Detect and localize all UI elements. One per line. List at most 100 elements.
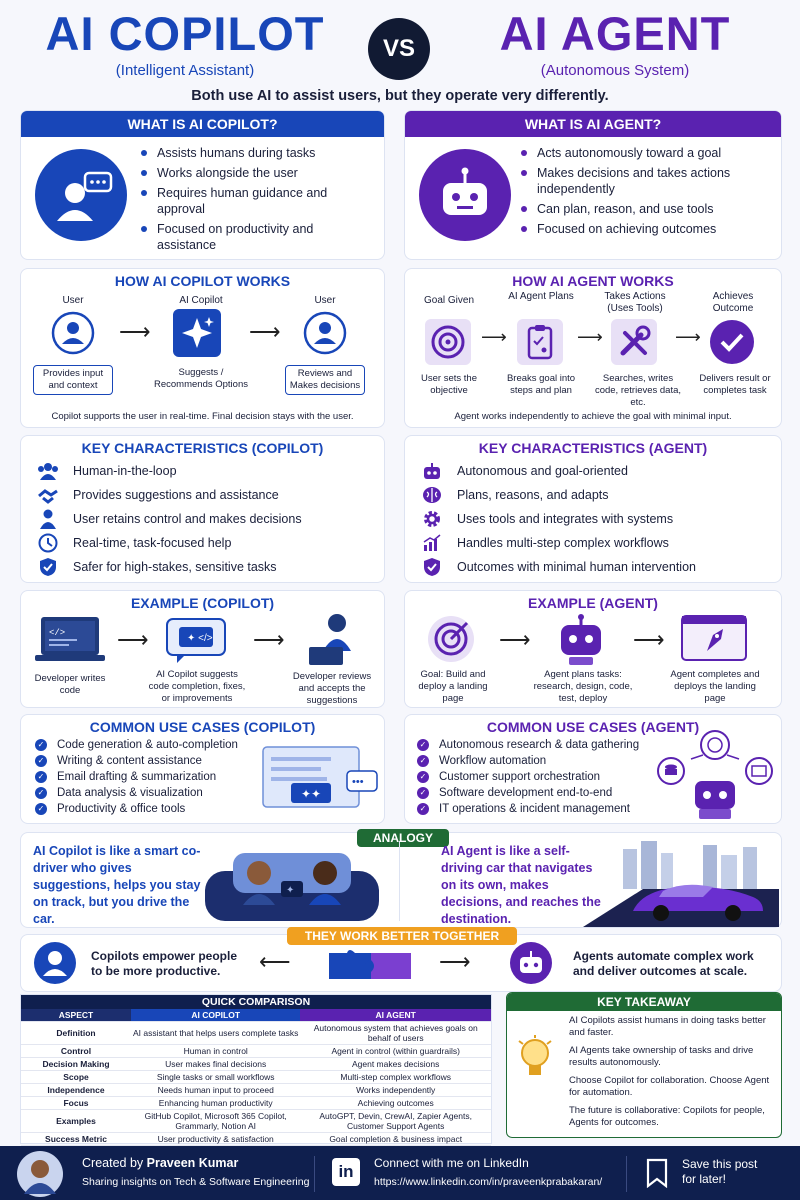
footer-url[interactable]: https://www.linkedin.com/in/praveenkprab…: [374, 1176, 603, 1188]
people-icon: [37, 460, 59, 482]
what-agent-title: WHAT IS AI AGENT?: [405, 111, 781, 137]
list-item: Requires human guidance and approval: [139, 185, 369, 217]
list-item: ✓Workflow automation: [417, 755, 657, 767]
sparkle-icon: [173, 309, 221, 357]
svg-text:✦: ✦: [286, 885, 294, 896]
char-item: Human-in-the-loop: [37, 460, 376, 482]
developer-icon: [309, 614, 351, 665]
lightbulb-icon: [518, 1035, 552, 1075]
footer-connect: Connect with me on LinkedIn: [374, 1156, 529, 1170]
gear-icon: [421, 508, 443, 530]
footer-created: Created by Praveen Kumar: [82, 1156, 239, 1170]
how-copilot-title: HOW AI COPILOT WORKS: [114, 273, 291, 289]
takeaway-card: KEY TAKEAWAY AI Copilots assist humans i…: [506, 992, 782, 1138]
how-agent-title: HOW AI AGENT WORKS: [512, 273, 674, 289]
check-icon: ✓: [35, 739, 47, 751]
how-agent-note: Agent works independently to achieve the…: [454, 411, 732, 422]
use-copilot-list: ✓Code generation & auto-completion ✓Writ…: [35, 739, 265, 819]
bookmark-icon[interactable]: [646, 1158, 668, 1188]
agent-title: AI AGENT: [499, 7, 731, 60]
how-agent-card: HOW AI AGENT WORKS Goal Given User sets …: [404, 268, 782, 428]
use-copilot-title: COMMON USE CASES (COPILOT): [89, 719, 316, 735]
together-left: Copilots empower people to be more produ…: [91, 949, 238, 978]
list-item: ✓Software development end-to-end: [417, 787, 657, 799]
divider: [399, 841, 400, 921]
app-window-icon: ✦✦•••: [262, 746, 378, 808]
tagline: Both use AI to assist users, but they op…: [191, 88, 609, 104]
arrow-right-icon: ⟶: [439, 949, 471, 974]
target-icon: [425, 319, 471, 365]
check-icon: ✓: [417, 755, 429, 767]
step-copilot-desc: Suggests / Recommends Options: [154, 367, 248, 390]
char-item: Handles multi-step complex workflows: [421, 532, 773, 554]
char-item: User retains control and makes decisions: [37, 508, 376, 530]
check-icon: ✓: [35, 787, 47, 799]
header-agent: AI AGENT: [300, 1009, 491, 1022]
check-icon: [710, 320, 754, 364]
char-agent-card: KEY CHARACTERISTICS (AGENT) Autonomous a…: [404, 435, 782, 583]
tools-icon: [611, 319, 657, 365]
step-outcome-label: Achieves Outcome: [712, 291, 754, 314]
char-item: Uses tools and integrates with systems: [421, 508, 773, 530]
takeaway-title: KEY TAKEAWAY: [507, 993, 781, 1011]
ex-copilot-b: AI Copilot suggests code completion, fix…: [148, 669, 246, 704]
ex-copilot-card: EXAMPLE (COPILOT) </> Developer writes c…: [20, 590, 385, 708]
chart-icon: [421, 532, 443, 554]
author-name: Praveen Kumar: [146, 1156, 239, 1170]
use-agent-list: ✓Autonomous research & data gathering ✓W…: [417, 739, 657, 819]
shield-icon: [421, 556, 443, 578]
char-item: Plans, reasons, and adapts: [421, 484, 773, 506]
copilot-subtitle: (Intelligent Assistant): [115, 62, 255, 79]
robot-network-icon: [657, 730, 773, 819]
char-item: Autonomous and goal-oriented: [421, 460, 773, 482]
list-item: ✓Productivity & office tools: [35, 803, 265, 815]
step-copilot-label: AI Copilot: [179, 295, 223, 306]
clipboard-icon: [517, 319, 563, 365]
list-item: ✓Writing & content assistance: [35, 755, 265, 767]
avatar: [17, 1151, 63, 1197]
step-user-desc: Provides input and context: [33, 365, 113, 395]
list-item: Assists humans during tasks: [139, 145, 369, 161]
brain-icon: [421, 484, 443, 506]
list-item: ✓IT operations & incident management: [417, 803, 657, 815]
what-copilot-card: WHAT IS AI COPILOT? Assists humans durin…: [20, 110, 385, 260]
char-item: Real-time, task-focused help: [37, 532, 376, 554]
step-user2-desc: Reviews and Makes decisions: [285, 365, 365, 395]
ex-copilot-c: Developer reviews and accepts the sugges…: [292, 671, 372, 706]
list-item: Focused on productivity and assistance: [139, 221, 369, 253]
divider: [626, 1156, 627, 1192]
robot-icon: [510, 942, 552, 984]
list-item: Choose Copilot for collaboration. Choose…: [569, 1075, 770, 1098]
linkedin-icon[interactable]: in: [332, 1158, 360, 1186]
how-copilot-note: Copilot supports the user in real-time. …: [51, 411, 354, 422]
user-icon: [303, 311, 347, 355]
use-agent-card: COMMON USE CASES (AGENT) ✓Autonomous res…: [404, 714, 782, 824]
together-right: Agents automate complex work and deliver…: [573, 949, 754, 978]
list-item: ✓Customer support orchestration: [417, 771, 657, 783]
arrow-icon: ⟶: [117, 627, 149, 652]
arrow-icon: ⟶: [499, 627, 531, 652]
check-icon: ✓: [417, 739, 429, 751]
list-item: ✓Autonomous research & data gathering: [417, 739, 657, 751]
step-plan-label: AI Agent Plans: [508, 291, 574, 302]
char-agent-title: KEY CHARACTERISTICS (AGENT): [478, 440, 708, 456]
step-action-label: Takes Actions (Uses Tools): [604, 291, 666, 314]
list-item: ✓Data analysis & visualization: [35, 787, 265, 799]
check-icon: ✓: [35, 803, 47, 815]
list-item: Focused on achieving outcomes: [519, 221, 769, 237]
check-icon: ✓: [417, 787, 429, 799]
what-agent-list: Acts autonomously toward a goal Makes de…: [519, 145, 769, 241]
ex-copilot-title: EXAMPLE (COPILOT): [130, 595, 275, 611]
use-agent-title: COMMON USE CASES (AGENT): [486, 719, 700, 735]
shield-icon: [37, 556, 59, 578]
footer-save: Save this post for later!: [682, 1157, 758, 1186]
svg-text:✦ </>: ✦ </>: [187, 633, 213, 644]
ex-copilot-a: Developer writes code: [34, 673, 106, 696]
